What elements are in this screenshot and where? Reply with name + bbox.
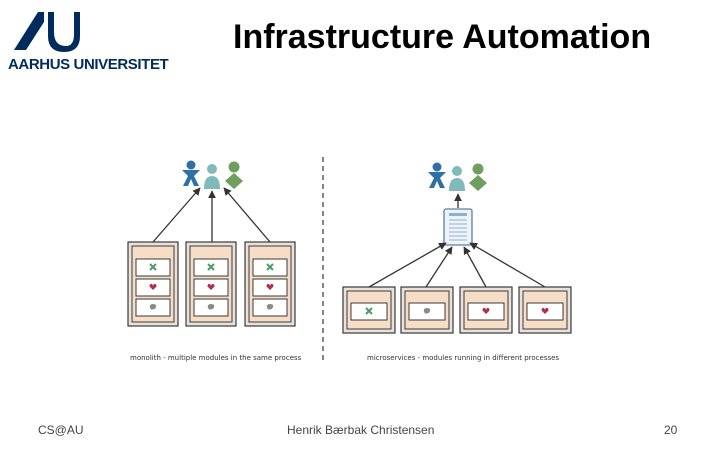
user-blue-icon — [182, 160, 200, 186]
monolith-server — [185, 241, 237, 327]
microservice-server — [400, 286, 454, 334]
footer-left: CS@AU — [38, 423, 84, 437]
microservice-users — [428, 162, 487, 191]
university-name: AARHUS UNIVERSITET — [8, 56, 169, 73]
monolith-server — [127, 241, 179, 327]
gateway-document-icon — [443, 208, 473, 246]
monolith-users — [182, 160, 243, 189]
user-blue-icon — [428, 162, 446, 188]
user-green-icon — [225, 161, 243, 189]
microservices-caption: microservices - modules running in diffe… — [367, 354, 560, 362]
microservice-arrows — [368, 242, 546, 288]
footer-author: Henrik Bærbak Christensen — [287, 423, 435, 437]
user-green-icon — [469, 163, 487, 191]
microservice-server — [518, 286, 572, 334]
user-teal-icon — [449, 166, 465, 191]
monolith-servers — [127, 241, 296, 327]
monolith-arrows — [152, 187, 271, 243]
monolith-caption: monolith - multiple modules in the same … — [130, 354, 302, 362]
page-number: 20 — [664, 423, 678, 437]
microservice-server — [459, 286, 513, 334]
slide-title: Infrastructure Automation — [233, 18, 652, 56]
au-seal-icon — [14, 12, 80, 52]
microservice-server — [342, 286, 396, 334]
user-teal-icon — [204, 164, 220, 189]
microservice-servers — [342, 286, 572, 334]
monolith-server — [244, 241, 296, 327]
university-logo: AARHUS UNIVERSITET — [8, 6, 178, 73]
